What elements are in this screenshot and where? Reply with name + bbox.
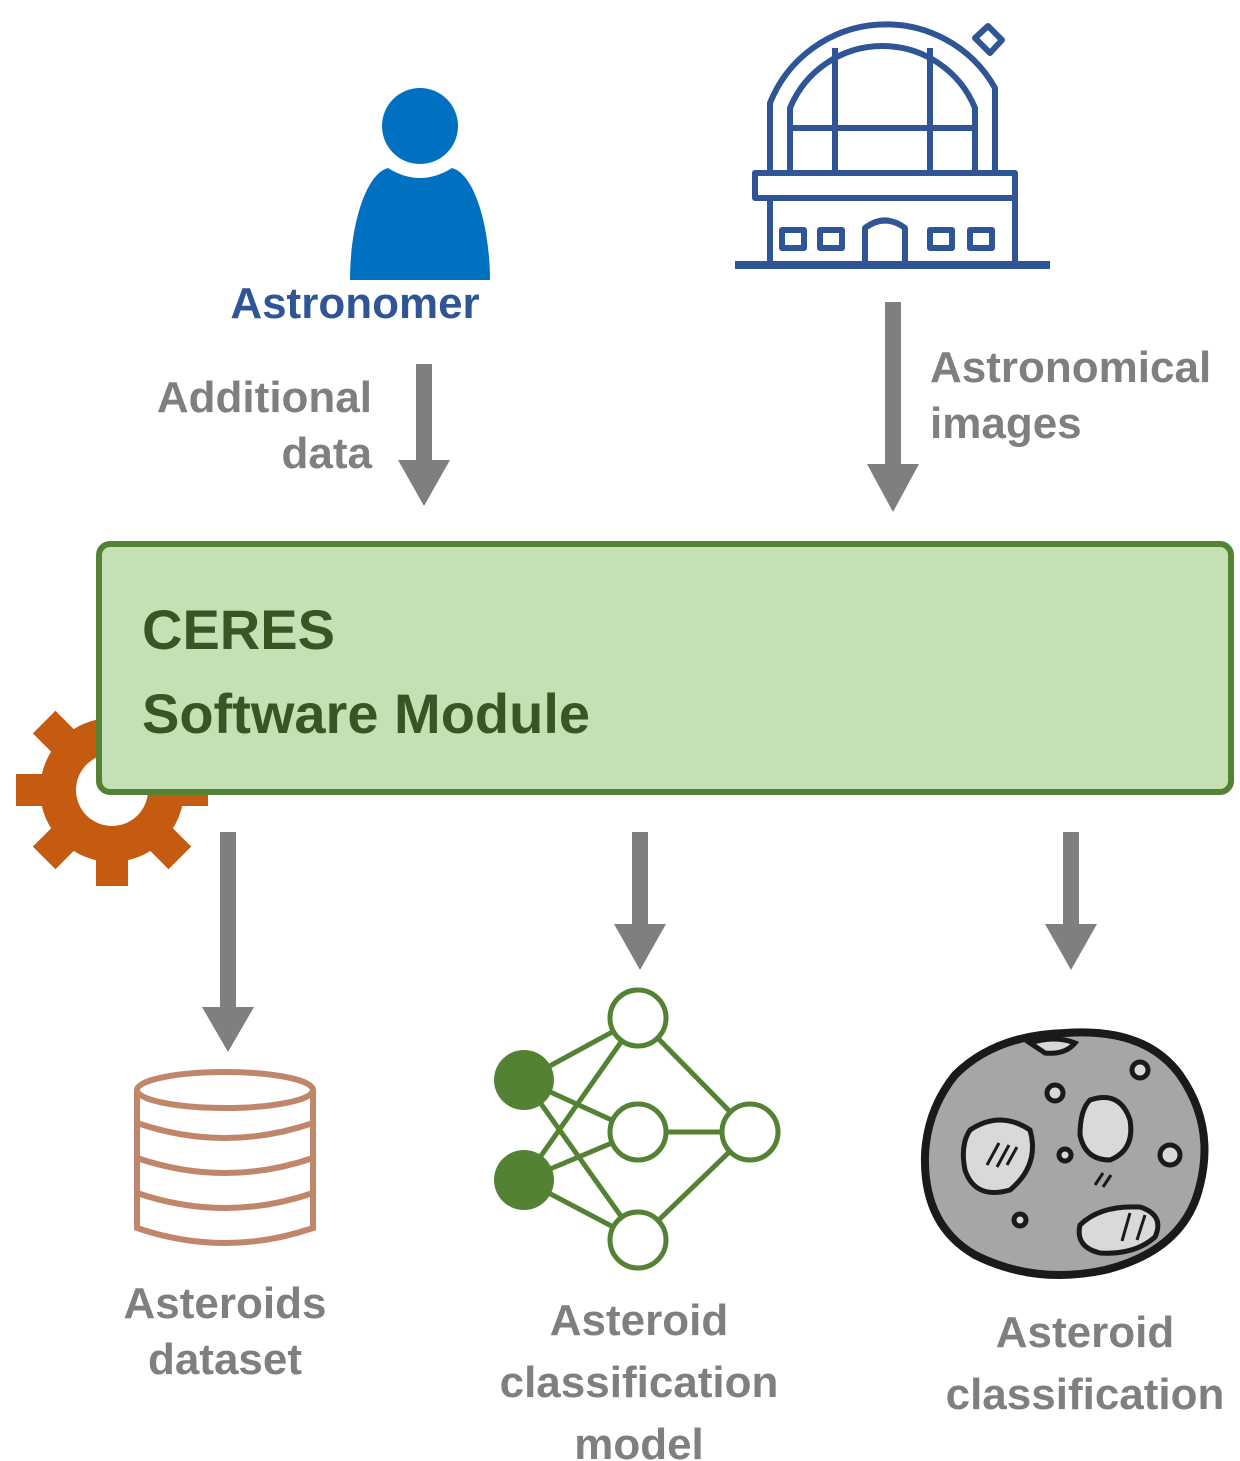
additional-data-line1: Additional xyxy=(156,373,372,422)
arrow-astronomical-images xyxy=(867,302,919,512)
asteroids-dataset-line2: dataset xyxy=(147,1335,303,1384)
arrow-additional-data xyxy=(398,364,450,506)
astronomical-images-line1: Astronomical xyxy=(930,343,1212,392)
model-line3: model xyxy=(574,1420,704,1461)
observatory-icon xyxy=(735,21,1050,269)
ceres-module-box: CERES Software Module xyxy=(96,541,1234,795)
model-line1: Asteroid xyxy=(549,1296,729,1345)
classification-line2: classification xyxy=(945,1370,1225,1419)
database-icon xyxy=(134,1069,316,1246)
asteroid-classification-label: Asteroid classification xyxy=(930,1302,1240,1426)
asteroids-dataset-line1: Asteroids xyxy=(123,1279,327,1328)
astronomer-label: Astronomer xyxy=(230,279,480,328)
astronomical-images-label: Astronomical images xyxy=(930,340,1230,452)
person-icon xyxy=(350,88,490,280)
additional-data-label: Additional data xyxy=(110,370,372,482)
arrow-to-dataset xyxy=(202,832,254,1052)
arrow-to-classification xyxy=(1045,832,1097,970)
asteroid-classification-model-label: Asteroid classification model xyxy=(480,1290,798,1461)
module-subtitle: Software Module xyxy=(142,682,591,745)
asteroids-dataset-label: Asteroids dataset xyxy=(95,1276,355,1388)
neural-network-icon xyxy=(494,987,781,1271)
astronomical-images-line2: images xyxy=(930,399,1082,448)
asteroid-icon xyxy=(920,1028,1209,1279)
model-line2: classification xyxy=(499,1358,779,1407)
module-title: CERES xyxy=(142,598,335,661)
classification-line1: Asteroid xyxy=(995,1308,1175,1357)
additional-data-line2: data xyxy=(281,429,372,478)
arrow-to-model xyxy=(614,832,666,970)
